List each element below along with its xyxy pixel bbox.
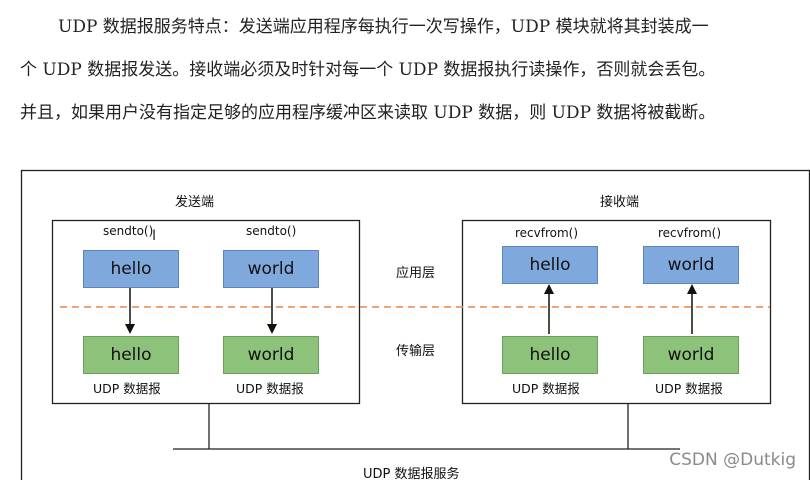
- receiver-app-hello: hello: [502, 246, 598, 284]
- sender-trans-world: world: [223, 336, 319, 374]
- sender-title: 发送端: [175, 195, 215, 210]
- sender-frame: [51, 219, 361, 405]
- receiver-trans-world: world: [643, 336, 739, 374]
- watermark: CSDN @Dutkig: [669, 450, 796, 470]
- receiver-frame: [461, 219, 772, 405]
- sender-udp-label-2: UDP 数据报: [236, 381, 304, 396]
- receiver-app-world: world: [643, 246, 739, 284]
- sender-fn-1: sendto(): [103, 224, 154, 238]
- sender-udp-label-1: UDP 数据报: [93, 381, 161, 396]
- receiver-udp-label-1: UDP 数据报: [512, 381, 580, 396]
- receiver-arrow-1: [544, 284, 554, 334]
- sender-fn-2: sendto(): [246, 224, 297, 238]
- paragraph-line-2: 个 UDP 数据报发送。接收端必须及时针对每一个 UDP 数据报执行读操作，否则…: [20, 60, 716, 80]
- receiver-title: 接收端: [600, 195, 640, 210]
- receiver-fn-1: recvfrom(): [515, 226, 579, 240]
- sender-arrow-1: [125, 288, 135, 334]
- text-cursor-icon: I: [152, 228, 157, 244]
- service-label: UDP 数据报服务: [363, 467, 460, 482]
- receiver-trans-hello: hello: [502, 336, 598, 374]
- sender-trans-hello: hello: [83, 336, 179, 374]
- receiver-fn-2: recvfrom(): [658, 226, 722, 240]
- app-layer-label: 应用层: [396, 266, 436, 281]
- paragraph-line-3: 并且，如果用户没有指定足够的应用程序缓冲区来读取 UDP 数据，则 UDP 数据…: [20, 103, 716, 123]
- receiver-udp-label-2: UDP 数据报: [655, 381, 723, 396]
- sender-arrow-2: [267, 288, 277, 334]
- sender-app-hello: hello: [83, 250, 179, 288]
- sender-app-world: world: [223, 250, 319, 288]
- receiver-arrow-2: [687, 284, 697, 334]
- paragraph-line-1: UDP 数据报服务特点：发送端应用程序每执行一次写操作，UDP 模块就将其封装成…: [58, 17, 709, 37]
- transport-layer-label: 传输层: [396, 344, 436, 359]
